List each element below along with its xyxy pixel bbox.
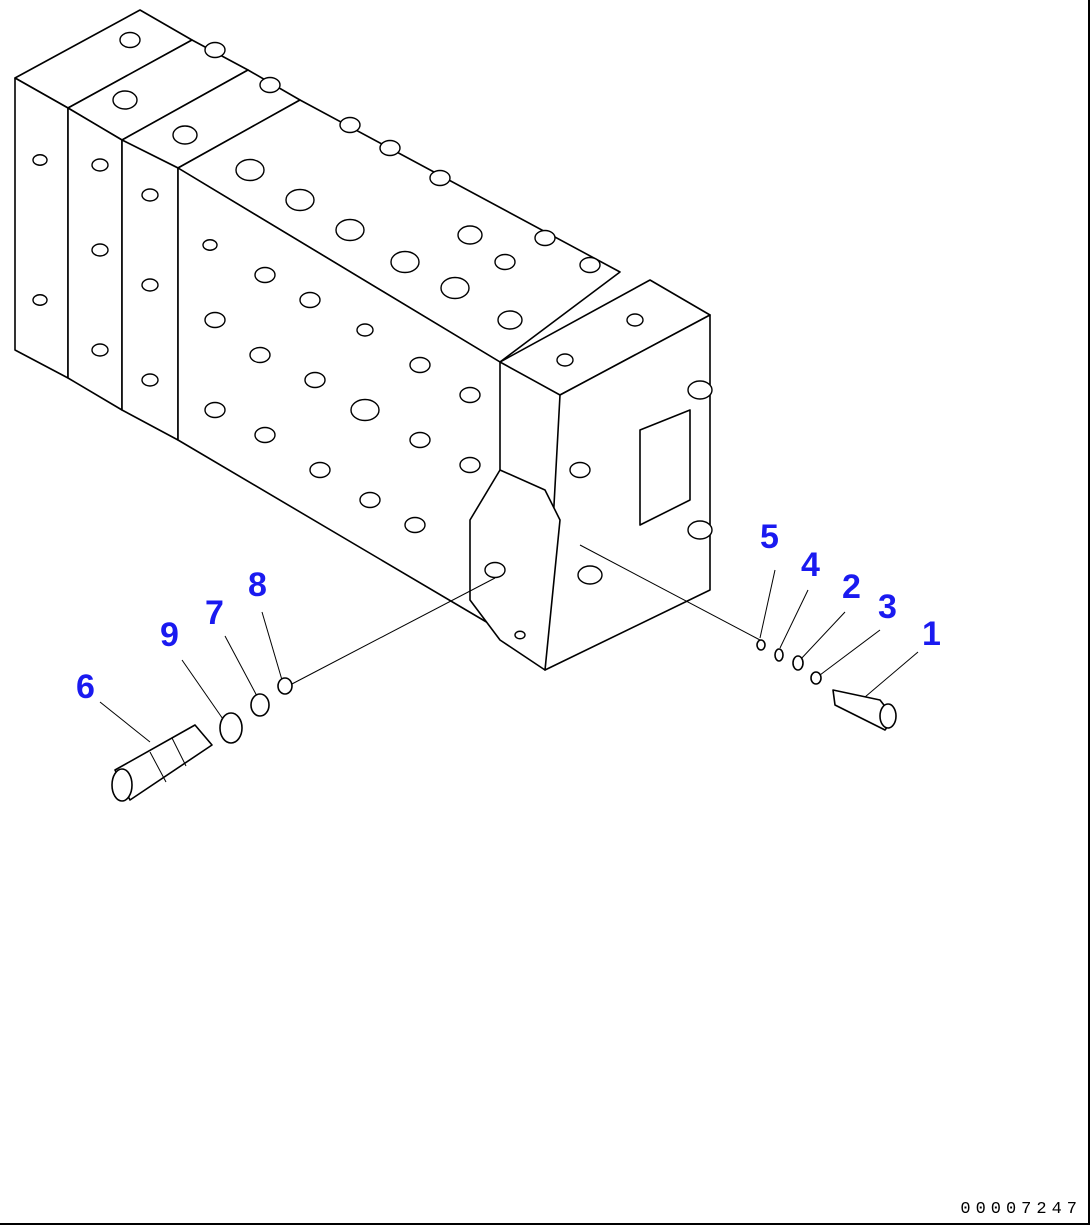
port-hole: [304, 371, 326, 389]
part-8-o-ring: [277, 677, 293, 695]
port-hole: [429, 169, 451, 187]
port-holes: [32, 31, 713, 640]
callout-7: 7: [205, 594, 224, 632]
part-2-plunger: [792, 655, 804, 671]
port-hole: [339, 116, 361, 134]
callout-6: 6: [76, 668, 95, 706]
port-hole: [356, 323, 374, 337]
port-hole: [687, 380, 713, 400]
port-hole: [350, 398, 380, 422]
port-hole: [254, 426, 276, 444]
port-hole: [259, 76, 281, 94]
port-hole: [687, 520, 713, 540]
port-hole: [285, 188, 315, 212]
part-1-plug: [832, 689, 897, 731]
callout-9: 9: [160, 616, 179, 654]
callout-3: 3: [878, 588, 897, 626]
valve-block-left-sections: [14, 9, 301, 441]
part-5-seal: [756, 639, 766, 651]
port-hole: [91, 158, 109, 172]
port-hole: [577, 565, 603, 585]
callout-2: 2: [842, 568, 861, 606]
port-hole: [204, 41, 226, 59]
port-hole: [534, 229, 556, 247]
part-7-backup-ring: [250, 693, 270, 717]
port-hole: [299, 291, 321, 309]
port-hole: [484, 561, 506, 579]
port-hole: [494, 253, 516, 271]
port-hole: [249, 346, 271, 364]
port-hole: [235, 158, 265, 182]
port-hole: [204, 311, 226, 329]
part-3-ring: [810, 671, 822, 685]
port-hole: [309, 461, 331, 479]
port-hole: [141, 188, 159, 202]
part-6-valve: [111, 724, 213, 802]
port-hole: [409, 356, 431, 374]
port-hole: [556, 353, 574, 367]
callout-4: 4: [801, 546, 820, 584]
port-hole: [404, 516, 426, 534]
port-hole: [32, 154, 48, 166]
leader-lines: [99, 544, 919, 743]
port-hole: [141, 278, 159, 292]
port-hole: [390, 250, 420, 274]
part-9-o-ring: [219, 712, 243, 744]
port-hole: [141, 373, 159, 387]
port-hole: [254, 266, 276, 284]
port-hole: [409, 431, 431, 449]
port-hole: [359, 491, 381, 509]
callout-8: 8: [248, 566, 267, 604]
port-hole: [626, 313, 644, 327]
part-4-seal: [774, 648, 784, 662]
port-hole: [91, 343, 109, 357]
port-hole: [514, 630, 526, 640]
port-hole: [459, 456, 481, 474]
port-hole: [569, 461, 591, 479]
port-hole: [112, 90, 138, 110]
port-hole: [335, 218, 365, 242]
port-hole: [579, 256, 601, 274]
port-hole: [440, 276, 470, 300]
port-hole: [497, 310, 523, 330]
callout-1: 1: [922, 615, 941, 653]
port-hole: [172, 125, 198, 145]
port-hole: [204, 401, 226, 419]
port-hole: [119, 31, 141, 49]
drawing-number: 00007247: [960, 1200, 1082, 1219]
port-hole: [202, 239, 218, 251]
port-hole: [32, 294, 48, 306]
port-hole: [379, 139, 401, 157]
port-hole: [459, 386, 481, 404]
port-hole: [457, 225, 483, 245]
port-hole: [91, 243, 109, 257]
callout-5: 5: [760, 518, 779, 556]
